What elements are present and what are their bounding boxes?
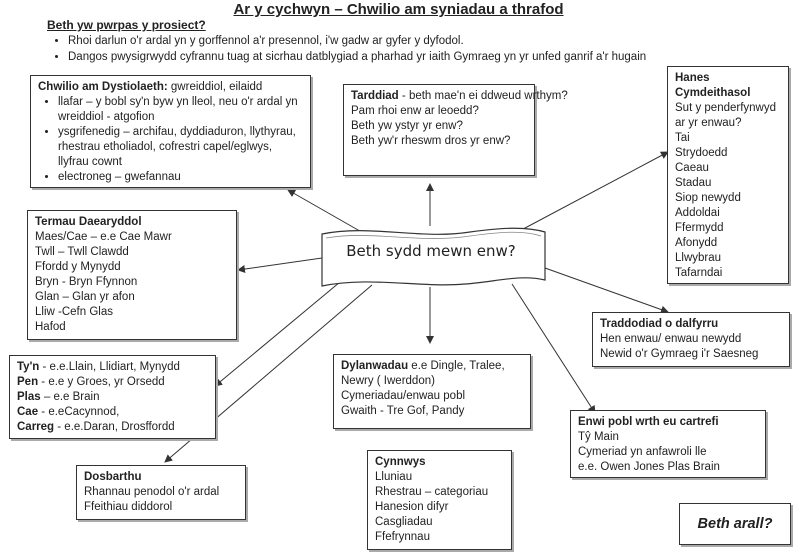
influences-heading: Dylanwadau bbox=[341, 360, 409, 372]
contents-line: Casgliadau bbox=[375, 516, 433, 528]
history-line: ar yr enwau? bbox=[675, 117, 742, 129]
prefix-row: Plas – e.e Brain bbox=[17, 391, 100, 403]
classify-heading: Dosbarthu bbox=[84, 471, 142, 483]
origin-heading-rest: - beth mae'n ei ddweud wrthym? bbox=[398, 90, 568, 102]
contents-line: Lluniau bbox=[375, 471, 413, 483]
other-box: Beth arall? bbox=[679, 503, 791, 545]
terms-line: Ffordd y Mynydd bbox=[35, 261, 121, 273]
influences-line: Gwaith - Tre Gof, Pandy bbox=[341, 405, 465, 417]
contents-line: Ffefrynnau bbox=[375, 531, 430, 543]
history-line: Caeau bbox=[675, 162, 709, 174]
terms-line: Hafod bbox=[35, 321, 66, 333]
history-line: Llwybrau bbox=[675, 252, 722, 264]
terms-line: Bryn - Bryn Ffynnon bbox=[35, 276, 138, 288]
history-line: Afonydd bbox=[675, 237, 718, 249]
origin-heading: Tarddiad bbox=[351, 90, 399, 102]
tradition-box: Traddodiad o dalfyrru Hen enwau/ enwau n… bbox=[592, 312, 790, 367]
terms-line: Maes/Cae – e.e Cae Mawr bbox=[35, 231, 172, 243]
arrow-to-evidence bbox=[287, 189, 366, 235]
people-line: Tŷ Main bbox=[578, 431, 619, 443]
terms-box: Termau Daearyddol Maes/Cae – e.e Cae Maw… bbox=[27, 210, 237, 340]
purpose-item: Dangos pwysigrwydd cyfrannu tuag at sicr… bbox=[68, 49, 646, 65]
history-line: Ffermydd bbox=[675, 222, 724, 234]
arrow-to-terms bbox=[237, 257, 323, 273]
people-line: Cymeriad yn anfawroli lle bbox=[578, 446, 707, 458]
evidence-item: electroneg – gwefannau bbox=[58, 170, 303, 185]
history-line: Strydoedd bbox=[675, 147, 728, 159]
evidence-item: llafar – y bobl sy'n byw yn lleol, neu o… bbox=[58, 95, 303, 125]
history-box: Hanes Cymdeithasol Sut y penderfynwyd ar… bbox=[667, 66, 789, 284]
origin-line: Beth yw ystyr yr enw? bbox=[351, 120, 463, 132]
page-title: Ar y cychwyn – Chwilio am syniadau a thr… bbox=[233, 1, 564, 18]
contents-heading: Cynnwys bbox=[375, 456, 426, 468]
evidence-item: ysgrifenedig – archifau, dyddiaduron, ll… bbox=[58, 125, 303, 170]
origin-box: Tarddiad - beth mae'n ei ddweud wrthym? … bbox=[343, 84, 568, 176]
history-line: Sut y penderfynwyd bbox=[675, 102, 777, 114]
history-line: Stadau bbox=[675, 177, 712, 189]
terms-heading: Termau Daearyddol bbox=[35, 216, 142, 228]
tradition-heading: Traddodiad o dalfyrru bbox=[600, 318, 719, 330]
classify-box: Dosbarthu Rhannau penodol o'r ardal Ffei… bbox=[76, 465, 246, 520]
evidence-heading-rest: gwreiddiol, eilaidd bbox=[167, 81, 263, 93]
classify-line: Rhannau penodol o'r ardal bbox=[84, 486, 220, 498]
arrow-to-people bbox=[511, 283, 596, 414]
people-box: Enwi pobl wrth eu cartrefi Tŷ Main Cymer… bbox=[570, 410, 766, 478]
history-line: Tai bbox=[675, 132, 690, 144]
people-heading: Enwi pobl wrth eu cartrefi bbox=[578, 416, 719, 428]
origin-line: Pam rhoi enw ar leoedd? bbox=[351, 105, 479, 117]
origin-line: Beth yw'r rheswm dros yr enw? bbox=[351, 135, 511, 147]
history-heading: Cymdeithasol bbox=[675, 87, 751, 99]
evidence-heading: Chwilio am Dystiolaeth: bbox=[38, 81, 168, 93]
evidence-list: llafar – y bobl sy'n byw yn lleol, neu o… bbox=[38, 95, 303, 185]
evidence-box: Chwilio am Dystiolaeth: gwreiddiol, eila… bbox=[30, 75, 311, 188]
purpose-item: Rhoi darlun o'r ardal yn y gorffennol a'… bbox=[68, 33, 646, 49]
prefix-row: Ty'n - e.e.Llain, Llidiart, Mynydd bbox=[17, 361, 180, 373]
history-line: Siop newydd bbox=[675, 192, 741, 204]
purpose-heading: Beth yw pwrpas y prosiect? bbox=[47, 18, 206, 32]
history-line: Addoldai bbox=[675, 207, 720, 219]
terms-line: Lliw -Cefn Glas bbox=[35, 306, 113, 318]
arrow-to-prefixes bbox=[214, 281, 341, 387]
history-heading: Hanes bbox=[675, 72, 710, 84]
tradition-line: Hen enwau/ enwau newydd bbox=[600, 333, 742, 345]
purpose-list: Rhoi darlun o'r ardal yn y gorffennol a'… bbox=[48, 33, 646, 65]
contents-line: Hanesion difyr bbox=[375, 501, 449, 513]
history-line: Tafarndai bbox=[675, 267, 723, 279]
people-line: e.e. Owen Jones Plas Brain bbox=[578, 461, 720, 473]
influences-line: Cymeriadau/enwau pobl bbox=[341, 390, 466, 402]
prefix-row: Cae - e.eCacynnod, bbox=[17, 406, 120, 418]
influences-box: Dylanwadau e.e Dingle, Tralee, Newry ( I… bbox=[333, 354, 531, 429]
classify-line: Ffeithiau diddorol bbox=[84, 501, 173, 513]
contents-line: Rhestrau – categoriau bbox=[375, 486, 489, 498]
influences-line: Newry ( Iwerddon) bbox=[341, 375, 435, 387]
center-banner bbox=[321, 227, 546, 287]
prefix-row: Pen - e.e y Groes, yr Orsedd bbox=[17, 376, 165, 388]
prefix-row: Carreg - e.e.Daran, Drosffordd bbox=[17, 421, 175, 433]
tradition-line: Newid o'r Gymraeg i'r Saesneg bbox=[600, 348, 759, 360]
terms-line: Glan – Glan yr afon bbox=[35, 291, 135, 303]
prefixes-box: Ty'n - e.e.Llain, Llidiart, Mynydd Pen -… bbox=[9, 355, 216, 439]
center-label: Beth sydd mewn enw? bbox=[346, 242, 516, 260]
terms-line: Twll – Twll Clawdd bbox=[35, 246, 129, 258]
contents-box: Cynnwys Lluniau Rhestrau – categoriau Ha… bbox=[367, 450, 512, 550]
arrow-to-tradition bbox=[544, 267, 669, 314]
arrow-to-history bbox=[509, 151, 669, 237]
